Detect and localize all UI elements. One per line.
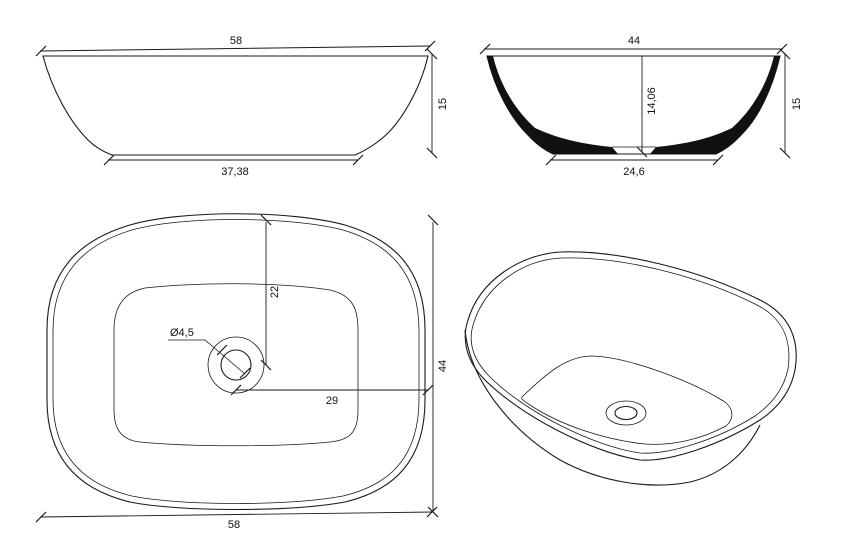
side-top-dim-label: 58 xyxy=(230,35,242,47)
plan-x-offset-tick-right xyxy=(422,384,434,396)
perspective-rim-outer xyxy=(464,251,797,461)
front-wall-section-left xyxy=(487,56,618,154)
side-base-dim-label: 37,38 xyxy=(221,166,249,178)
plan-drain-outer xyxy=(207,336,265,394)
front-top-dim-tick-right xyxy=(776,43,788,55)
front-depth-dim-tick-bottom xyxy=(636,146,648,158)
plan-depth-dim-tick-top xyxy=(427,214,439,226)
plan-depth-dim-tick-bottom xyxy=(427,506,439,518)
front-base-dim-tick-right xyxy=(712,154,724,166)
side-height-dim-tick-bottom xyxy=(426,147,438,159)
front-depth-dim-label: 14,06 xyxy=(646,87,658,115)
plan-y-offset-label: 22 xyxy=(269,286,281,298)
side-height-dim-label: 15 xyxy=(437,98,449,110)
front-top-dim-label: 44 xyxy=(628,35,640,47)
side-height-dim-tick-top xyxy=(426,48,438,60)
plan-x-offset-label: 29 xyxy=(326,395,338,407)
perspective-body xyxy=(464,329,761,486)
plan-drain-leader xyxy=(168,339,246,375)
plan-y-offset-tick-top xyxy=(260,214,272,226)
front-top-dim-tick-left xyxy=(479,43,491,55)
plan-width-dim-label: 58 xyxy=(228,519,240,531)
front-view: 14,06 44 24,6 15 xyxy=(479,35,803,178)
front-height-dim-tick-bottom xyxy=(779,147,791,159)
side-view: 58 37,38 15 xyxy=(35,35,449,178)
side-top-dim-tick-right xyxy=(424,40,436,52)
plan-depth-dim-label: 44 xyxy=(437,360,449,372)
front-base-dim-label: 24,6 xyxy=(623,166,644,178)
perspective-view xyxy=(464,251,797,486)
plan-width-dim-line xyxy=(39,511,433,518)
plan-width-dim-tick-left xyxy=(35,511,47,523)
plan-x-offset-tick-left xyxy=(230,384,242,396)
side-view-outline xyxy=(42,55,429,156)
plan-drain-tick-2 xyxy=(239,367,251,379)
plan-drain-tick-1 xyxy=(216,344,228,356)
plan-drain-diameter-label: Ø4,5 xyxy=(170,327,194,339)
plan-y-offset-tick-bottom xyxy=(260,359,272,371)
front-base-dim-tick-left xyxy=(545,154,557,166)
perspective-rim-inner xyxy=(470,257,790,454)
side-base-dim-tick-right xyxy=(352,154,364,166)
side-base-dim-tick-left xyxy=(103,154,115,166)
plan-inner-basin xyxy=(113,283,359,447)
plan-view: Ø4,5 22 29 58 44 xyxy=(35,213,449,531)
side-top-dim-tick-left xyxy=(35,45,47,57)
front-height-dim-label: 15 xyxy=(791,98,803,110)
front-wall-section-right xyxy=(650,56,780,154)
perspective-drain-inner xyxy=(614,405,638,421)
front-height-dim-tick-top xyxy=(779,48,791,60)
plan-drain-inner xyxy=(220,349,252,381)
perspective-drain-outer xyxy=(605,400,647,426)
perspective-basin-floor xyxy=(521,355,733,445)
side-top-dim-line xyxy=(39,45,431,52)
plan-width-dim-tick-right xyxy=(426,506,438,518)
plan-outer-rim xyxy=(46,213,426,511)
plan-outer-rim-inner-edge xyxy=(52,219,420,504)
